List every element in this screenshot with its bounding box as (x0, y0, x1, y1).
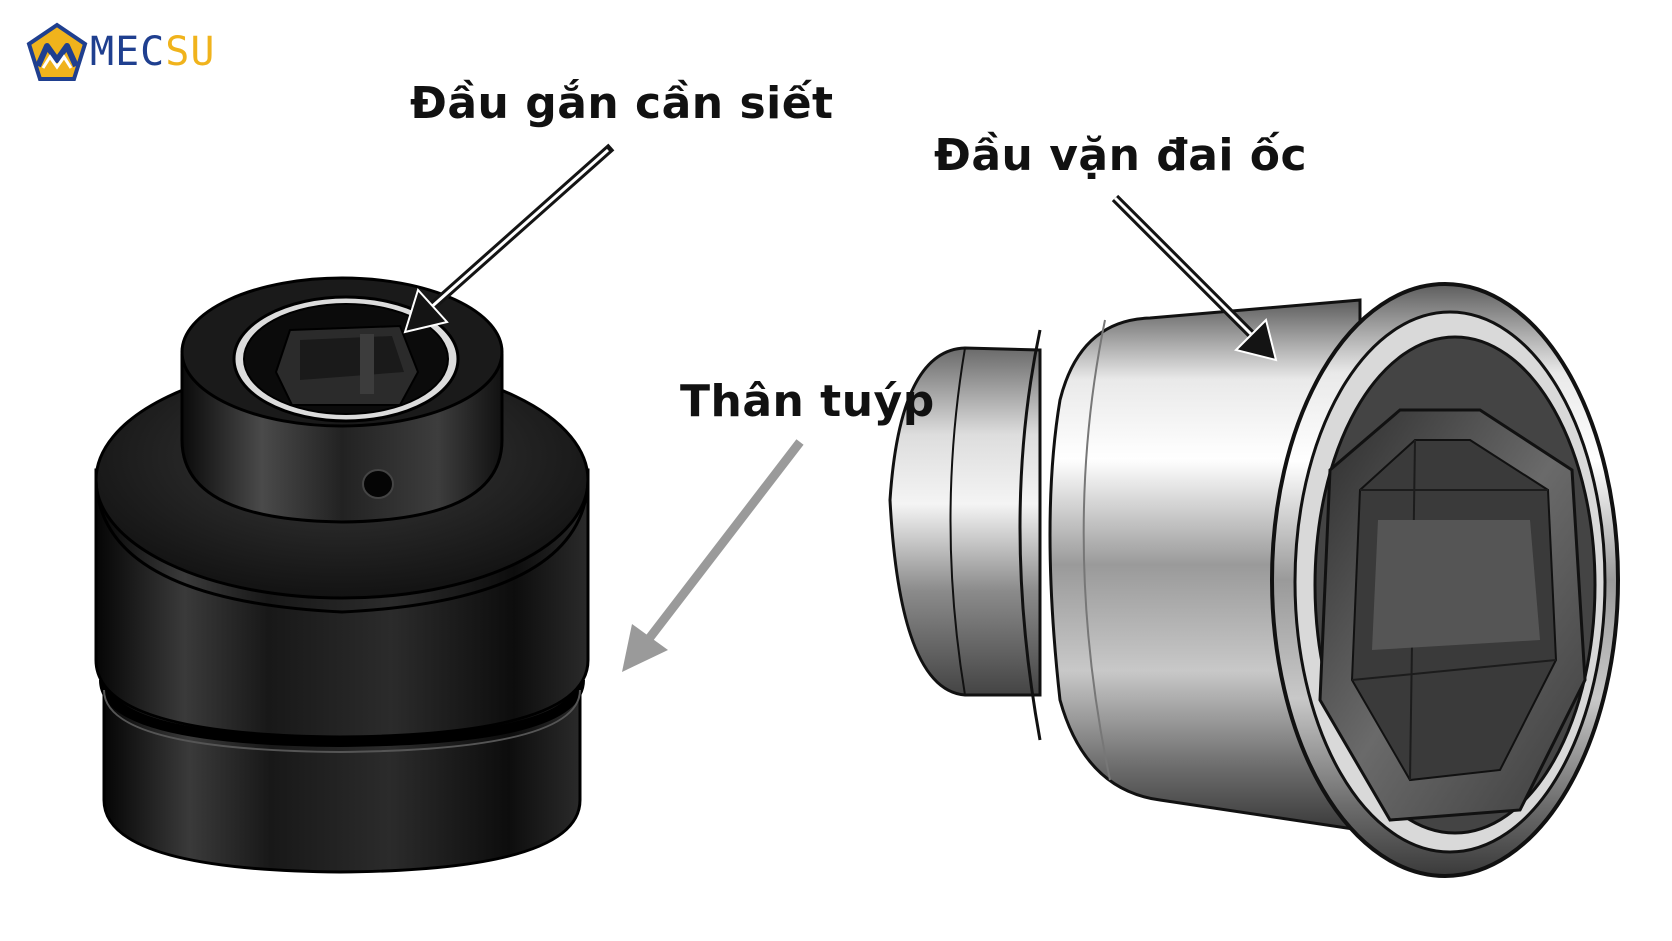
black-socket (94, 276, 590, 874)
label-nut-end: Đầu vặn đai ốc (934, 130, 1308, 181)
black-socket-groove (99, 679, 585, 748)
brand-name: MECSU (90, 29, 215, 75)
arrow-nut-end (1111, 194, 1278, 362)
label-drive-end: Đầu gắn cần siết (410, 78, 834, 129)
mecsu-pentagon-m-logo-icon (26, 22, 88, 81)
arrow-body (622, 439, 804, 672)
brand-name-part1: MEC (90, 29, 166, 75)
chrome-drive-cylinder (888, 346, 1042, 697)
brand-logo: MECSU (26, 20, 215, 84)
arrow-drive-end (403, 143, 615, 334)
label-body: Thân tuýp (680, 376, 935, 427)
chrome-socket-body (1048, 298, 1362, 832)
brand-name-part2: SU (165, 29, 216, 75)
chrome-socket (888, 282, 1620, 878)
detent-hole (362, 469, 394, 499)
